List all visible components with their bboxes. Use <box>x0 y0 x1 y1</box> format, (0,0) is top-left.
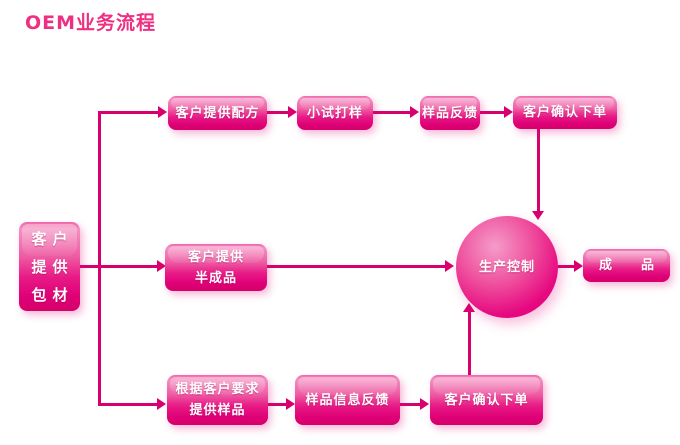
node-sample-info-feedback: 样品信息反馈 <box>295 375 400 425</box>
node-production-control: 生产控制 <box>456 216 558 318</box>
arrowhead-to-trial <box>288 106 297 118</box>
node-customer-formula: 客户提供配方 <box>168 96 267 130</box>
connector-trunk-vertical <box>98 111 101 406</box>
connector-trial-to-feedback <box>373 111 411 114</box>
node-label-line: 半成品 <box>194 270 237 286</box>
connector-confirm-top-to-hub <box>537 129 540 212</box>
node-label-line: 提供样品 <box>189 403 246 418</box>
node-label-line: 客户 <box>31 229 74 248</box>
node-label-line: 包材 <box>31 285 74 304</box>
connector-trunk-to-formula <box>98 111 159 114</box>
page-title: OEM业务流程 <box>25 12 157 34</box>
connector-trunk-to-sample-request <box>98 403 158 406</box>
node-sample-feedback: 样品反馈 <box>420 96 480 130</box>
node-label-line: 提供 <box>31 257 74 276</box>
connector-info-feedback-to-confirm-bottom <box>400 403 421 406</box>
connector-packaging-to-semi-finished <box>80 265 158 268</box>
arrowhead-right-to-hub <box>445 260 454 272</box>
node-label-line: 根据客户要求 <box>175 382 260 397</box>
node-label: 生产控制 <box>478 259 535 275</box>
arrowhead-up-to-hub <box>463 303 475 312</box>
arrowhead-to-confirm-bottom <box>420 398 429 410</box>
connector-request-to-info-feedback <box>268 403 287 406</box>
node-label: 样品信息反馈 <box>305 392 390 408</box>
arrowhead-to-feedback <box>410 106 419 118</box>
arrowhead-to-finished <box>574 260 583 272</box>
connector-confirm-bottom-to-hub <box>468 312 471 375</box>
node-finished-product: 成 品 <box>583 249 670 282</box>
node-label: 成 品 <box>598 258 662 273</box>
node-label: 客户确认下单 <box>444 392 529 408</box>
node-label: 客户确认下单 <box>522 105 607 120</box>
node-label-line: 客户提供 <box>187 249 244 265</box>
connector-formula-to-trial <box>267 111 289 114</box>
node-semi-finished: 客户提供 半成品 <box>165 244 267 291</box>
node-sample-by-request: 根据客户要求 提供样品 <box>167 375 268 425</box>
arrowhead-to-formula <box>158 106 167 118</box>
connector-semi-finished-to-hub <box>267 265 446 268</box>
arrowhead-to-semi-finished <box>157 260 166 272</box>
connector-hub-to-finished <box>558 265 575 268</box>
node-label: 小试打样 <box>306 105 363 121</box>
node-trial-sample: 小试打样 <box>297 96 373 130</box>
arrowhead-to-info-feedback <box>286 398 295 410</box>
arrowhead-to-confirm-top <box>504 106 513 118</box>
node-label: 客户提供配方 <box>175 105 260 121</box>
arrowhead-to-sample-request <box>157 398 166 410</box>
node-order-confirm-top: 客户确认下单 <box>513 96 617 129</box>
node-order-confirm-bottom: 客户确认下单 <box>430 375 543 425</box>
node-label: 样品反馈 <box>421 105 478 121</box>
connector-feedback-to-confirm-top <box>480 111 505 114</box>
node-customer-packaging: 客户 提供 包材 <box>19 222 80 311</box>
arrowhead-down-to-hub <box>532 211 544 220</box>
